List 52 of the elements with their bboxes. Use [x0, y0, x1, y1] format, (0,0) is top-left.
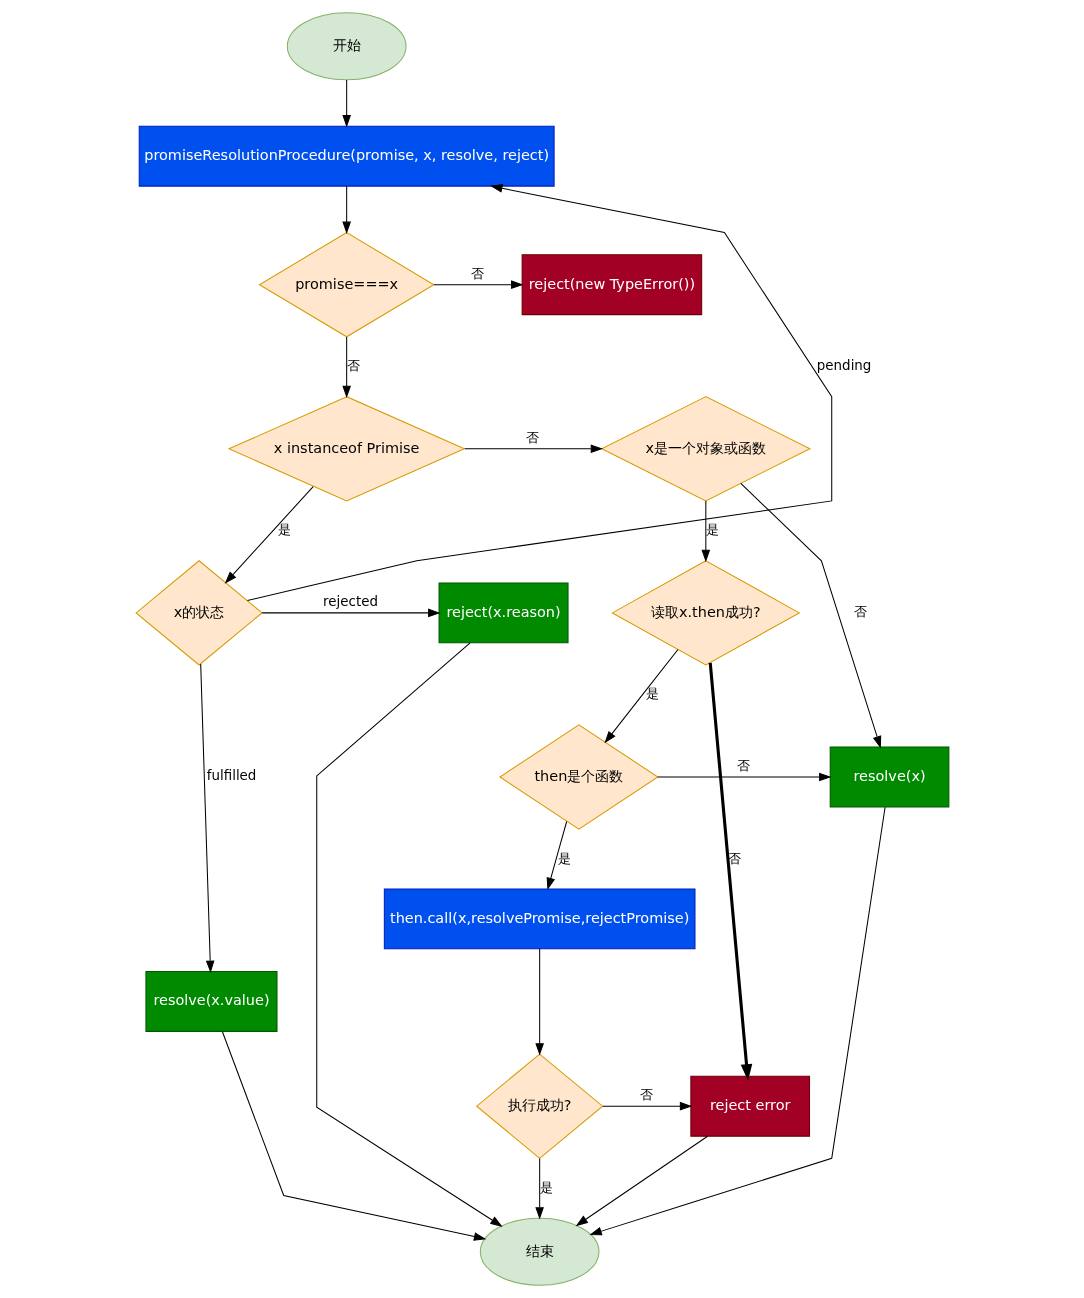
node-box: reject error: [689, 1075, 810, 1137]
arrow: [701, 500, 710, 563]
node-box: then.call(x,resolvePromise,rejectPromise): [383, 888, 695, 950]
arrow: [224, 486, 314, 584]
node-box: promiseResolutionProcedure(promise, x, resolve, reject): [138, 125, 555, 187]
edge-label: 否: [639, 1087, 653, 1103]
arrow: [708, 662, 752, 1081]
edge-label: rejected: [322, 594, 378, 610]
arrow: [575, 1135, 708, 1227]
arrow: [341, 185, 351, 234]
arrow: [315, 642, 503, 1227]
arrow: [534, 1158, 544, 1220]
edge-label: 是: [705, 522, 719, 538]
node-box: reject(new TypeError()): [521, 254, 702, 316]
node-box: reject(x.reason): [438, 582, 569, 644]
arrow: [261, 608, 440, 618]
arrow: [534, 948, 544, 1056]
edge-label: 否: [853, 604, 867, 620]
node-diamond: x是一个对象或函数: [600, 396, 811, 502]
arrow: [603, 648, 678, 744]
node-diamond: promise===x: [257, 231, 435, 338]
edge-label: 是: [557, 850, 571, 866]
node-diamond: 读取x.then成功?: [610, 560, 800, 666]
arrow: [463, 444, 603, 454]
edge-label: 否: [346, 358, 360, 374]
edge-label: 是: [277, 522, 291, 538]
node-diamond: x instanceof Primise: [227, 396, 466, 502]
arrow: [601, 1101, 692, 1111]
node-ellipse: 开始: [286, 12, 407, 81]
node-diamond: 执行成功?: [475, 1053, 603, 1159]
arrow: [656, 772, 831, 782]
arrow: [199, 663, 215, 973]
edge-label: 否: [525, 429, 539, 445]
edge-label: 否: [470, 265, 484, 281]
node-box: resolve(x): [829, 746, 949, 808]
edge-label: 否: [736, 758, 750, 774]
arrow: [246, 184, 832, 601]
edge-label: 否: [727, 850, 741, 866]
node-box: resolve(x.value): [144, 971, 277, 1032]
node-diamond: x的状态: [134, 560, 263, 666]
arrow: [546, 820, 567, 891]
node-diamond: then是个函数: [498, 724, 659, 830]
arrow: [221, 1031, 486, 1241]
arrow: [739, 482, 881, 749]
edge-label: fulfilled: [206, 768, 256, 784]
edge-label: 是: [539, 1179, 553, 1195]
edge-label: pending: [816, 358, 871, 374]
arrow: [341, 79, 351, 128]
edge-label: 是: [645, 686, 659, 702]
arrow: [588, 806, 886, 1236]
arrow: [341, 336, 351, 399]
arrow: [432, 280, 523, 290]
